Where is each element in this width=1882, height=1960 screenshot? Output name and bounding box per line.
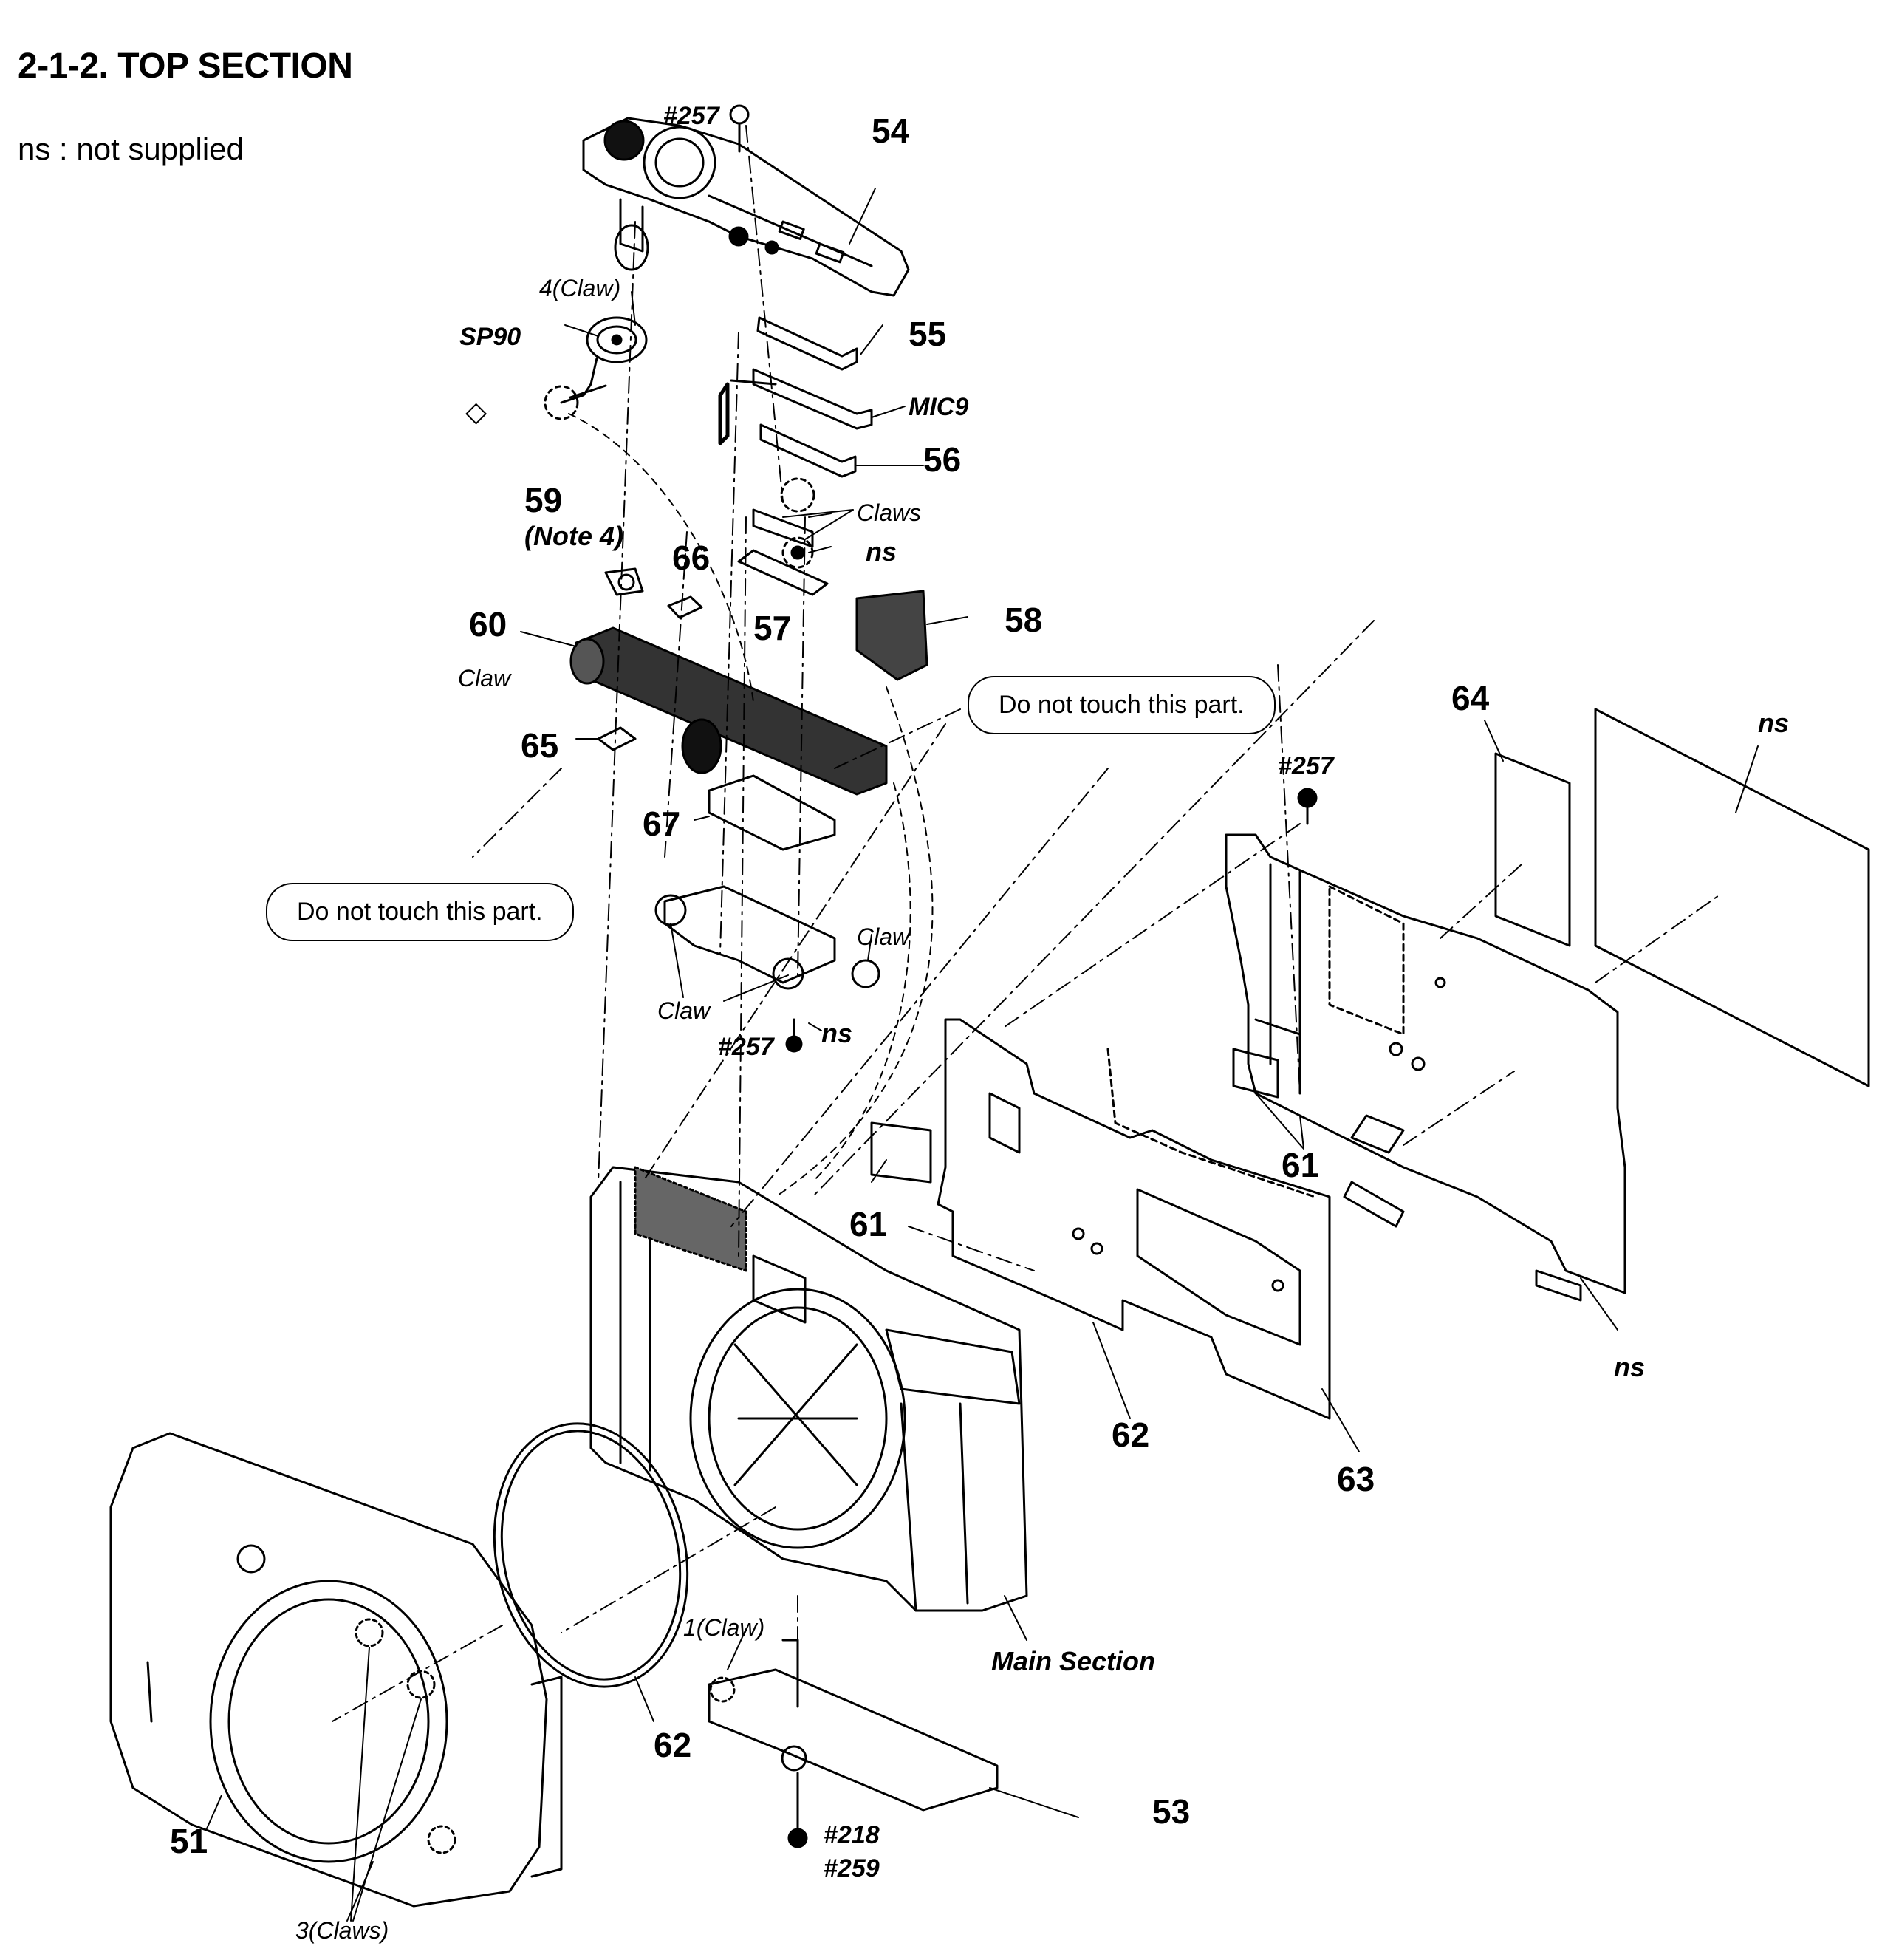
part-60-flash-unit	[569, 626, 888, 796]
part-59	[604, 567, 644, 596]
callout-57: 57	[753, 609, 792, 647]
screw-257-top	[729, 104, 750, 153]
callout-claws-bottom: 3(Claws)	[295, 1917, 389, 1944]
callout-screw-218: #218	[824, 1821, 880, 1849]
part-56-strip	[759, 423, 857, 478]
callout-56: 56	[923, 440, 962, 479]
warning-do-not-touch-left: Do not touch this part.	[266, 883, 574, 941]
callout-ns-panel: ns	[1758, 708, 1790, 738]
part-mic9	[718, 368, 873, 445]
bracket-lower	[654, 885, 880, 1053]
callout-59: 59	[524, 481, 563, 519]
part-57-plate	[737, 549, 829, 596]
part-65-pad	[597, 726, 637, 751]
callout-main-section: Main Section	[991, 1646, 1156, 1676]
callout-58: 58	[1005, 601, 1043, 639]
part-61-right	[1232, 1048, 1279, 1099]
board-62-63	[937, 1018, 1331, 1420]
callout-note-4: (Note 4)	[524, 521, 623, 551]
callout-63: 63	[1337, 1460, 1375, 1498]
callout-64: 64	[1451, 679, 1490, 717]
callout-53: 53	[1152, 1792, 1191, 1831]
curve-lines	[568, 413, 934, 1198]
callout-ns-frame: ns	[1614, 1352, 1646, 1382]
diamond-icon: ◇	[465, 397, 487, 428]
part-64-sheet	[1494, 752, 1571, 947]
callout-claws-mid: Claws	[857, 499, 922, 526]
callout-claw-lower: Claw	[657, 997, 711, 1024]
part-66-pad	[667, 595, 703, 619]
part-ns-panel	[1594, 708, 1870, 1087]
rear-frame	[1225, 833, 1626, 1302]
screw-257-right	[1297, 788, 1318, 825]
callout-66: 66	[672, 539, 711, 577]
callout-55: 55	[909, 315, 947, 353]
callout-claws-top: 4(Claw)	[539, 275, 621, 301]
callout-claw-right: Claw	[857, 923, 910, 950]
callout-62-ring: 62	[654, 1726, 692, 1764]
callout-sp90: SP90	[459, 323, 521, 351]
part-54-top-cover	[582, 117, 910, 297]
warning-do-not-touch-right: Do not touch this part.	[968, 676, 1276, 734]
part-58-plate	[855, 590, 928, 681]
page-title: 2-1-2. TOP SECTION	[18, 47, 353, 86]
claw-bracket-mid	[752, 477, 815, 569]
leader-lines	[206, 188, 1759, 1922]
callout-65: 65	[521, 726, 559, 765]
callout-62-board: 62	[1112, 1416, 1150, 1454]
callout-mic9: MIC9	[909, 393, 969, 421]
callout-61-right: 61	[1282, 1146, 1320, 1184]
callout-claw-front: 1(Claw)	[683, 1614, 765, 1641]
main-section-body	[589, 1166, 1028, 1612]
legend-not-supplied: ns : not supplied	[18, 132, 244, 166]
callout-51: 51	[170, 1822, 208, 1860]
part-sp90-speaker	[544, 316, 648, 420]
callout-67: 67	[643, 805, 681, 843]
part-51-front-cover	[109, 1432, 563, 1908]
part-61-left	[870, 1121, 932, 1184]
callout-ns-mid: ns	[866, 536, 897, 567]
part-67-sheet	[708, 774, 836, 851]
part-53-bottom-bracket	[708, 1639, 999, 1848]
callout-claw-left: Claw	[458, 665, 511, 692]
callout-ns-lower: ns	[821, 1018, 853, 1048]
callout-screw-257-lower: #257	[718, 1033, 774, 1061]
callout-54: 54	[872, 112, 910, 150]
callout-61-left: 61	[849, 1205, 888, 1243]
callout-screw-259: #259	[824, 1854, 880, 1882]
callout-screw-257-top: #257	[663, 102, 719, 130]
part-55-strip	[756, 316, 858, 371]
callout-screw-257-right: #257	[1278, 752, 1334, 780]
part-62-ring	[493, 1422, 689, 1688]
callout-60: 60	[469, 605, 507, 643]
assembly-lines	[332, 125, 1722, 1722]
